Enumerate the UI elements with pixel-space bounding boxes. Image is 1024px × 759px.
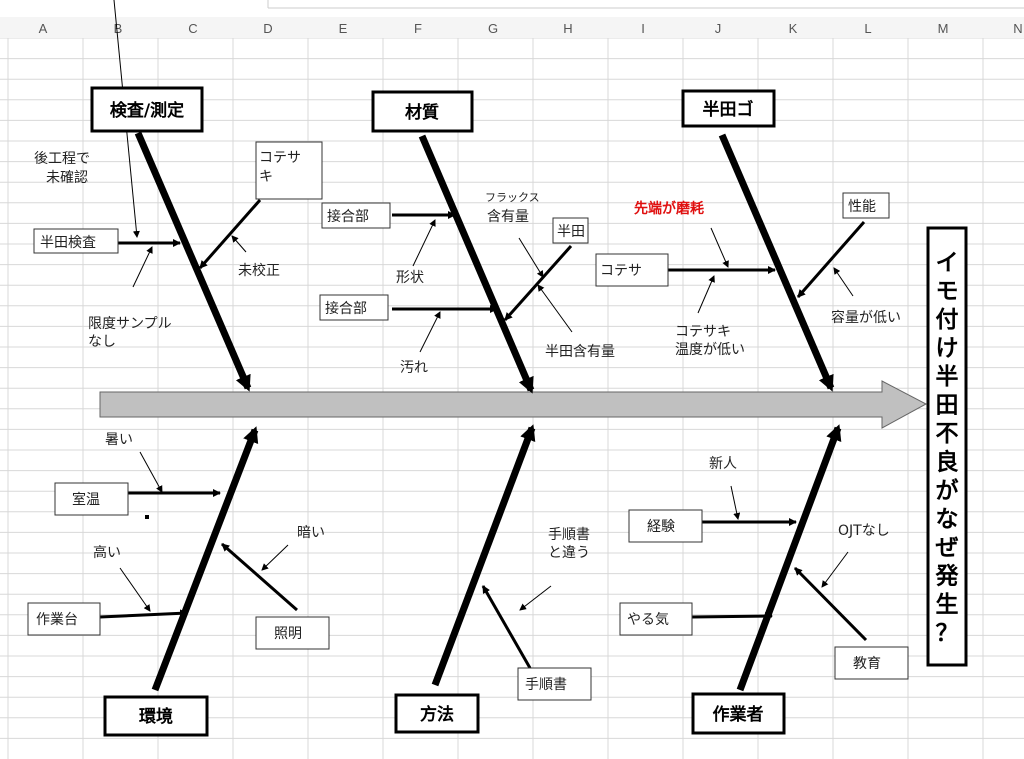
- column-header-D[interactable]: D: [263, 21, 272, 36]
- cause-tip-box: コテサ: [259, 150, 301, 166]
- effect-char: 発: [935, 564, 960, 590]
- cause-dirt: 汚れ: [400, 360, 428, 376]
- cause-flux: フラックス: [485, 191, 540, 204]
- category-solder-iron: 半田ゴ: [703, 99, 754, 120]
- effect-char: イ: [936, 250, 959, 276]
- effect-char: 付: [936, 307, 959, 333]
- cause-post-process-2: 未確認: [46, 170, 88, 186]
- cause-proc-diff: 手順書: [548, 527, 590, 543]
- column-header-I[interactable]: I: [641, 21, 645, 36]
- cause-high: 高い: [93, 544, 121, 561]
- cause-dark: 暗い: [297, 525, 325, 541]
- stray-mark: [145, 515, 149, 519]
- effect-char: ぜ: [936, 535, 959, 561]
- cause-limit-sample-2: なし: [88, 334, 116, 350]
- effect-char: な: [936, 507, 959, 533]
- cause-joint-1: 接合部: [327, 208, 369, 225]
- effect-char: 半: [936, 364, 959, 390]
- cause-hot: 暑い: [105, 432, 133, 448]
- column-header-N[interactable]: N: [1013, 21, 1022, 36]
- spine-arrow: [99, 380, 928, 429]
- effect-char: 良: [936, 449, 959, 476]
- category-boxes: [90, 86, 968, 737]
- column-header-bar: [0, 17, 1024, 38]
- column-header-K[interactable]: K: [789, 21, 798, 36]
- column-header-F[interactable]: F: [414, 21, 422, 36]
- cause-iron: コテサ: [600, 263, 642, 279]
- cause-tip-wear: 先端が磨耗: [634, 200, 704, 217]
- cause-temp: コテサキ: [675, 324, 731, 340]
- cause-limit-sample: 限度サンプル: [88, 316, 172, 332]
- cause-lighting: 照明: [274, 626, 302, 642]
- cause-no-ojt: OJTなし: [838, 523, 890, 539]
- cause-shape: 形状: [396, 270, 424, 286]
- cause-motivation: やる気: [627, 612, 669, 628]
- effect-char: 生: [936, 592, 959, 618]
- effect-char: 田: [936, 393, 959, 419]
- column-header-M[interactable]: M: [938, 21, 949, 36]
- cause-performance: 性能: [848, 199, 876, 215]
- effect-char: 不: [936, 421, 959, 447]
- cause-branches: [99, 199, 868, 669]
- sub-cause-arrows: [113, 0, 854, 612]
- column-header-C[interactable]: C: [188, 21, 197, 36]
- cause-solder-content: 半田含有量: [545, 344, 615, 360]
- column-header-E[interactable]: E: [339, 21, 348, 36]
- column-header-G[interactable]: G: [488, 21, 498, 36]
- cause-joint-2: 接合部: [325, 300, 367, 317]
- category-method: 方法: [420, 704, 454, 725]
- cause-procedure: 手順書: [525, 677, 567, 693]
- effect-char: が: [936, 477, 959, 504]
- column-header-L[interactable]: L: [864, 21, 871, 36]
- column-header-A[interactable]: A: [39, 21, 48, 36]
- category-material: 材質: [405, 102, 439, 123]
- column-header-B[interactable]: B: [114, 21, 123, 36]
- cause-education: 教育: [853, 656, 881, 672]
- effect-char: け: [936, 336, 959, 362]
- cause-low-capacity: 容量が低い: [831, 309, 901, 326]
- cause-flux-2: 含有量: [487, 209, 529, 225]
- effect-char: ？: [936, 621, 959, 647]
- category-worker: 作業者: [713, 704, 764, 725]
- cause-proc-diff-2: と違う: [548, 545, 590, 561]
- main-bones: [134, 131, 842, 692]
- category-environment: 環境: [139, 706, 173, 727]
- cause-newcomer: 新人: [709, 456, 737, 472]
- cause-labels: 半田検査 後工程で 未確認 限度サンプル なし コテサ キ 未校正 接合部 形状…: [34, 150, 901, 693]
- category-inspection: 検査/測定: [110, 100, 184, 121]
- cause-boxes: [27, 141, 909, 701]
- cause-post-process: 後工程で: [34, 151, 90, 167]
- cause-experience: 経験: [647, 519, 675, 535]
- cause-room-temp: 室温: [72, 491, 100, 508]
- cause-temp-2: 温度が低い: [675, 342, 745, 358]
- cause-uncalibrated: 未校正: [238, 262, 280, 279]
- cause-solder-inspection: 半田検査: [40, 235, 96, 251]
- cause-workbench: 作業台: [36, 612, 78, 628]
- column-header-H[interactable]: H: [563, 21, 572, 36]
- cause-tip-box-2: キ: [259, 169, 273, 185]
- effect-char: モ: [936, 279, 959, 305]
- column-header-J[interactable]: J: [715, 21, 722, 36]
- cause-solder: 半田: [557, 224, 585, 240]
